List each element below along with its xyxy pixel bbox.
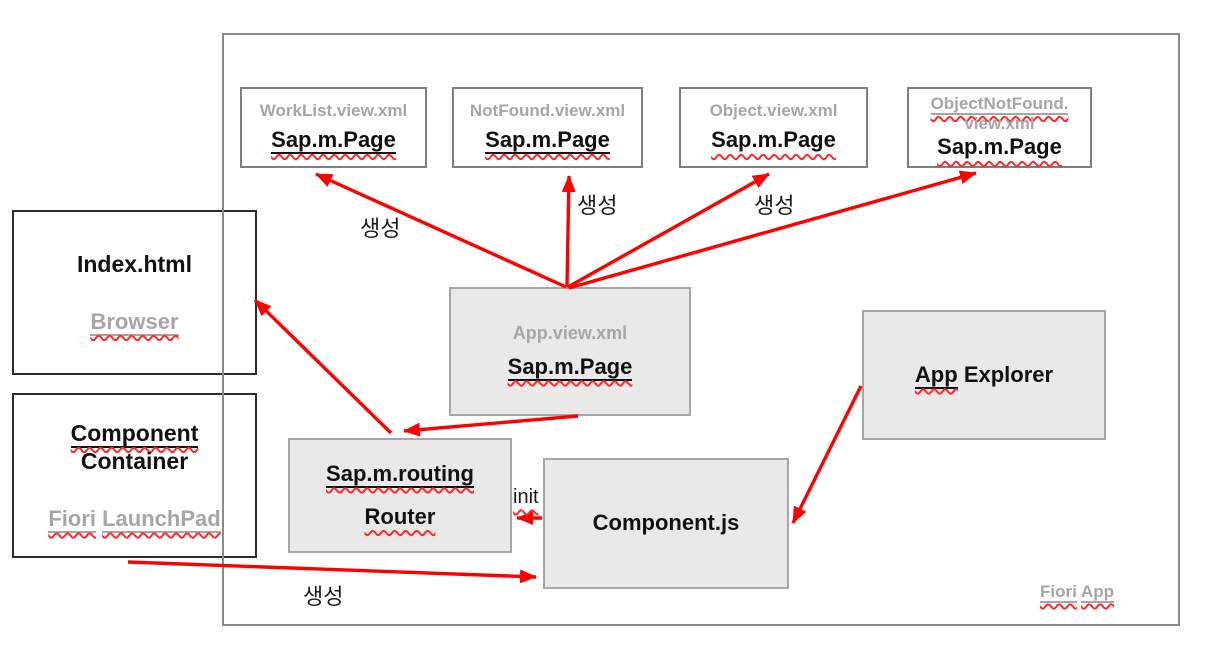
component-js-title: Component.js [592,510,740,536]
arrow-appview-to-router [403,414,579,437]
worklist-type-label: Sap.m.Page [271,127,396,155]
arrow-appview-to-notfound [561,175,576,288]
node-component-js[interactable]: Component.js [543,458,789,589]
notfound-type-label: Sap.m.Page [485,127,610,155]
arrow-router-to-indexhtml [253,298,393,435]
create-label-object: 생성 [754,193,795,218]
node-index-html[interactable]: Index.html Browser [12,210,257,375]
node-object-notfound-view[interactable]: ObjectNotFound. view.xml Sap.m.Page [907,87,1092,168]
app-view-file-label: App.view.xml [512,322,628,343]
worklist-file-label: WorkList.view.xml [259,101,408,121]
node-notfound-view[interactable]: NotFound.view.xml Sap.m.Page [452,87,643,168]
create-label-worklist: 생성 [360,216,401,241]
arrow-appexplorer-to-componentjs [791,385,863,524]
node-app-explorer[interactable]: App Explorer [862,310,1106,440]
app-view-type-label: Sap.m.Page [507,354,633,382]
node-object-view[interactable]: Object.view.xml Sap.m.Page [679,87,868,168]
index-html-subtitle: Browser [90,308,179,336]
fiori-app-footer-label: Fiori App [1040,582,1114,603]
object-notfound-file-line2: view.xml [964,114,1035,134]
arrow-appview-to-worklist [315,172,567,289]
router-line2: Router [364,503,436,529]
object-notfound-file-line1: ObjectNotFound. [930,94,1069,116]
router-line1: Sap.m.routing [326,461,474,489]
index-html-title: Index.html [76,250,192,277]
notfound-file-label: NotFound.view.xml [469,101,626,121]
component-container-title-line2: Container [80,448,189,475]
node-worklist-view[interactable]: WorkList.view.xml Sap.m.Page [240,87,427,168]
object-type-label: Sap.m.Page [711,127,836,153]
node-component-container[interactable]: Component Container Fiori LaunchPad [12,393,257,558]
arrow-container-to-componentjs [127,560,537,584]
node-router[interactable]: Sap.m.routing Router [288,438,512,553]
app-explorer-title: App Explorer [914,361,1054,389]
create-label-notfound: 생성 [577,193,618,218]
init-label: init [513,486,539,508]
create-label-componentjs: 생성 [303,584,344,609]
node-app-view[interactable]: App.view.xml Sap.m.Page [449,287,691,416]
component-container-subtitle: Fiori LaunchPad [48,506,221,534]
object-notfound-type-label: Sap.m.Page [937,134,1062,160]
component-container-title-line1: Component [70,419,199,448]
object-file-label: Object.view.xml [709,101,838,121]
